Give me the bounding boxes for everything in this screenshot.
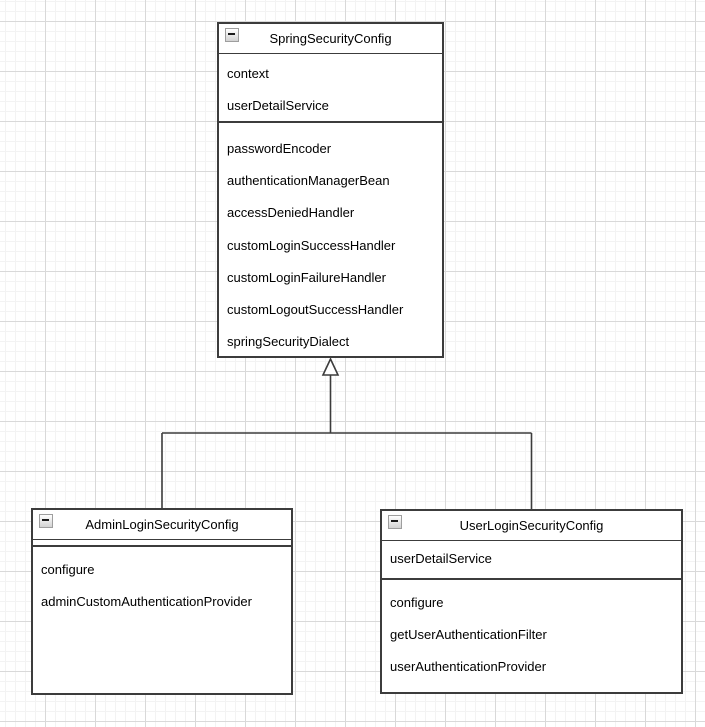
- class-title: AdminLoginSecurityConfig: [85, 517, 239, 532]
- attributes-section: userDetailService: [382, 541, 681, 578]
- collapse-minus-icon[interactable]: [225, 28, 239, 42]
- class-member[interactable]: configure: [390, 594, 444, 610]
- class-header[interactable]: SpringSecurityConfig: [219, 24, 442, 54]
- class-member[interactable]: userAuthenticationProvider: [390, 658, 547, 674]
- section-divider: [219, 121, 442, 123]
- inheritance-edge-lines[interactable]: [161, 375, 533, 509]
- methods-section: passwordEncoder authenticationManagerBea…: [219, 123, 442, 358]
- class-member[interactable]: customLogoutSuccessHandler: [227, 302, 404, 318]
- class-member[interactable]: customLoginSuccessHandler: [227, 237, 396, 253]
- class-member[interactable]: customLoginFailureHandler: [227, 269, 386, 285]
- methods-section: configure getUserAuthenticationFilter us…: [382, 580, 681, 682]
- class-box-adminloginsecurityconfig[interactable]: AdminLoginSecurityConfig configure admin…: [31, 508, 293, 695]
- class-member[interactable]: configure: [41, 561, 95, 577]
- section-divider: [33, 545, 291, 547]
- collapse-minus-icon[interactable]: [39, 514, 53, 528]
- collapse-minus-icon[interactable]: [388, 515, 402, 529]
- class-member[interactable]: accessDeniedHandler: [227, 205, 355, 221]
- class-box-userloginsecurityconfig[interactable]: UserLoginSecurityConfig userDetailServic…: [380, 509, 683, 694]
- class-member[interactable]: passwordEncoder: [227, 140, 332, 156]
- class-member[interactable]: adminCustomAuthenticationProvider: [41, 594, 252, 610]
- class-title: SpringSecurityConfig: [269, 31, 392, 46]
- class-member[interactable]: userDetailService: [390, 550, 492, 566]
- class-member[interactable]: authenticationManagerBean: [227, 172, 390, 188]
- section-divider: [382, 578, 681, 580]
- class-title: UserLoginSecurityConfig: [459, 518, 604, 533]
- class-header[interactable]: UserLoginSecurityConfig: [382, 511, 681, 541]
- inheritance-triangle-marker: [321, 357, 340, 376]
- class-member[interactable]: springSecurityDialect: [227, 334, 350, 350]
- class-header[interactable]: AdminLoginSecurityConfig: [33, 510, 291, 540]
- methods-section: configure adminCustomAuthenticationProvi…: [33, 547, 291, 618]
- minus-glyph: [42, 519, 49, 521]
- minus-glyph: [228, 33, 235, 35]
- class-member[interactable]: getUserAuthenticationFilter: [390, 626, 547, 642]
- class-member[interactable]: context: [227, 65, 269, 81]
- class-box-springsecurityconfig[interactable]: SpringSecurityConfig context userDetailS…: [217, 22, 444, 358]
- attributes-section: context userDetailService: [219, 54, 442, 121]
- class-member[interactable]: userDetailService: [227, 97, 329, 113]
- minus-glyph: [391, 520, 398, 522]
